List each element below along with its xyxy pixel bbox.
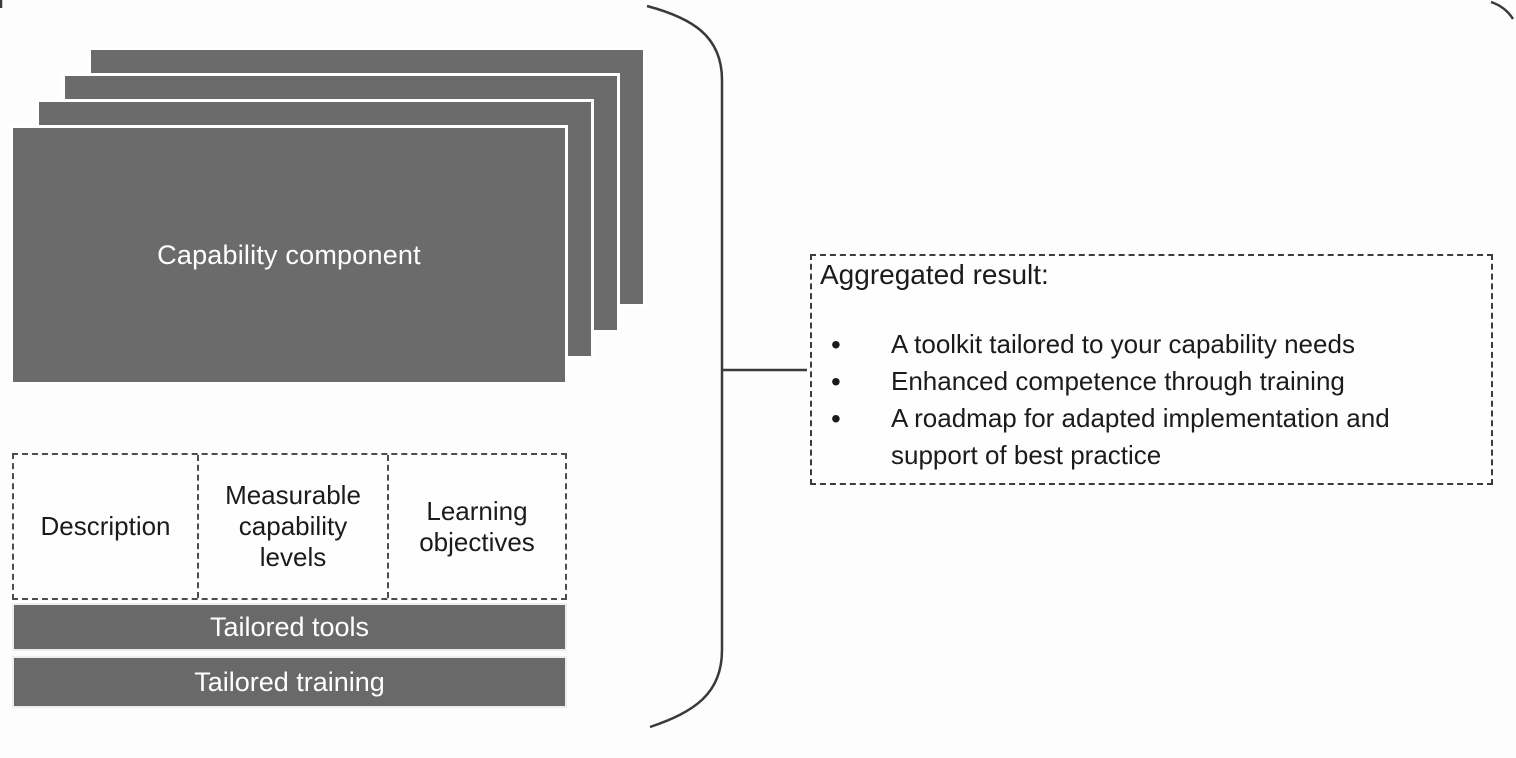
corner-mark-top-right: [1490, 0, 1515, 20]
tailored-tools-bar: Tailored tools: [12, 603, 567, 651]
aggregated-result-title: Aggregated result:: [820, 259, 1049, 290]
bullet-text: A roadmap for adapted implementation and…: [891, 402, 1390, 470]
bullet-icon: •: [831, 328, 841, 360]
capability-card-front: Capability component: [10, 125, 568, 385]
table-cell-measurable-capability-levels: Measurable capability levels: [197, 455, 389, 598]
brace-curve: [646, 4, 724, 729]
tailored-training-bar: Tailored training: [12, 656, 567, 708]
table-cell-learning-objectives: Learning objectives: [419, 495, 535, 557]
bullet-icon: •: [831, 365, 841, 397]
bullet-item: • A roadmap for adapted implementation a…: [820, 400, 1483, 474]
aggregated-result-box: Aggregated result: • A toolkit tailored …: [810, 254, 1493, 485]
bullet-text: A toolkit tailored to your capability ne…: [891, 328, 1355, 359]
aggregated-result-bullet-list: • A toolkit tailored to your capability …: [820, 326, 1483, 474]
bullet-item: • A toolkit tailored to your capability …: [820, 326, 1483, 363]
bullet-icon: •: [831, 402, 841, 434]
component-parts-table: Description Measurable capability levels…: [12, 453, 567, 600]
bullet-text: Enhanced competence through training: [891, 365, 1345, 396]
table-cell-description: Description: [40, 511, 171, 542]
bullet-item: • Enhanced competence through training: [820, 363, 1483, 400]
capability-card-label: Capability component: [157, 239, 421, 270]
